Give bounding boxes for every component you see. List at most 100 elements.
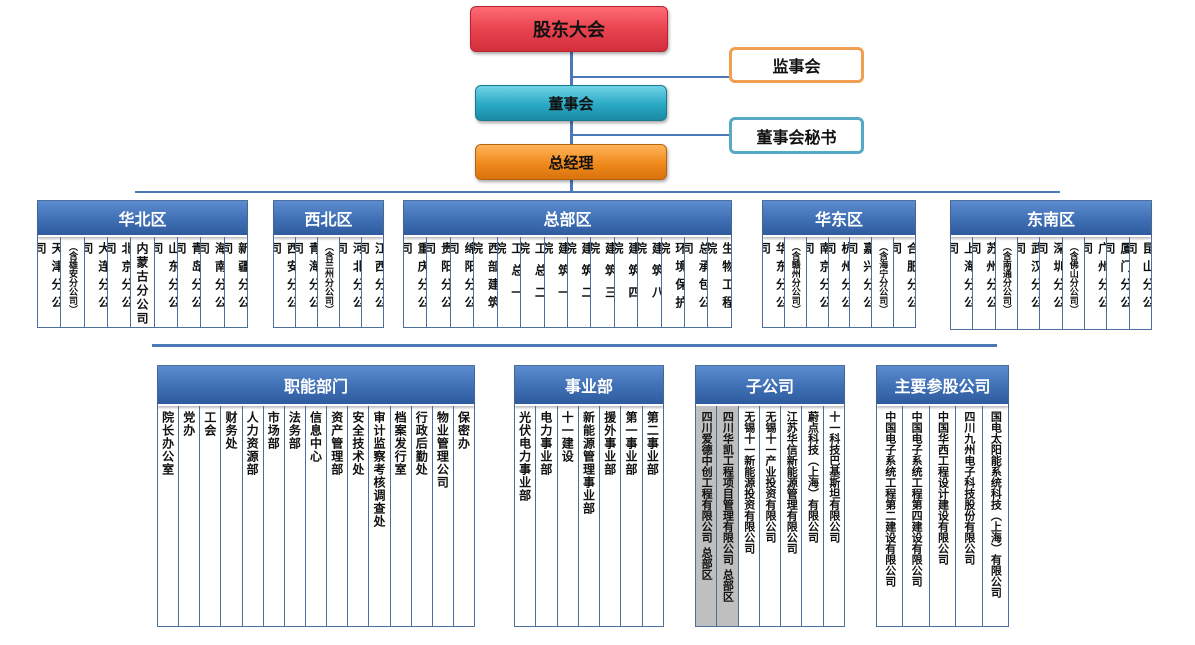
dept-title: 主要参股公司 — [894, 377, 991, 396]
secretary-box: 董事会秘书 — [729, 117, 864, 154]
dept-item: 行政后勤处 — [412, 406, 433, 626]
branch-item: 重庆分公司 — [404, 237, 428, 327]
region-title: 西北区 — [304, 210, 353, 229]
branch-item: 环境保护院 — [662, 237, 686, 327]
dept-item: 安全技术处 — [348, 406, 370, 626]
branch-item: 建筑一院 — [545, 237, 568, 327]
region-huadong: 华东区 华东分公司 （含赣州分公司） 南京分公司 杭州分公司 嘉兴分公司 （含海… — [762, 200, 916, 328]
region-title: 总部区 — [543, 210, 592, 229]
region-header: 总部区 — [404, 201, 731, 237]
branch-note: （含海宁分公司） — [872, 237, 895, 327]
dept-item: 无锡十一新能源投资有限公司 — [739, 406, 760, 626]
branch-item: 工总二院 — [521, 237, 545, 327]
region-dongnan: 东南区 上海分公司 苏州分公司 （含南通分公司） 武汉分公司 深圳分公司 （含佛… — [950, 200, 1152, 330]
dept-item: 四川九州电子科技股份有限公司 — [956, 406, 983, 626]
supervisors-label: 监事会 — [772, 57, 821, 76]
dept-item: 援外事业部 — [600, 406, 622, 626]
branch-item: 青海分公司 — [296, 237, 318, 327]
branch-item: 上海分公司 — [951, 237, 974, 329]
dept-business: 事业部 光伏电力事业部 电力事业部 十一建设 新能源管理事业部 援外事业部 第一… — [514, 365, 664, 627]
branch-item: 合肥分公司 — [894, 242, 916, 314]
dept-title: 子公司 — [745, 377, 794, 396]
dept-item: 中国电子系统工程第二建设有限公司 — [877, 406, 904, 626]
branch-item: 绵阳分公司 — [451, 237, 475, 327]
dept-item: 物业管理公司 — [433, 406, 454, 626]
connector-supervisors — [570, 76, 730, 78]
dept-item: 蔚点科技（上海）有限公司 — [802, 406, 824, 626]
dept-functional: 职能部门 院长办公室 党办 工会 财务处 人力资源部 市场部 法务部 信息中心 … — [157, 365, 475, 627]
branch-item: 工总一院 — [498, 237, 522, 327]
branch-item: 建筑三院 — [591, 237, 615, 327]
board-box: 董事会 — [475, 85, 667, 121]
regions-bus-line — [135, 191, 1060, 193]
dept-header: 事业部 — [515, 366, 663, 406]
region-zongbu: 总部区 重庆分公司 贵阳分公司 绵阳分公司 西部建筑院 工总一院 工总二院 建筑… — [403, 200, 732, 328]
departments-separator-line — [152, 344, 997, 347]
branch-item: 建筑八院 — [638, 237, 662, 327]
dept-item: 信息中心 — [306, 406, 328, 626]
region-header: 东南区 — [951, 201, 1151, 237]
branch-item: 嘉兴分公司 — [850, 237, 873, 327]
dept-item: 党办 — [179, 406, 201, 626]
branch-item: 厦门分公司 — [1107, 237, 1130, 329]
region-header: 西北区 — [274, 201, 383, 237]
branch-note: （含雄安分公司） — [61, 237, 85, 327]
branch-item: 昆山分公司 — [1129, 242, 1151, 314]
supervisors-box: 监事会 — [729, 47, 864, 83]
region-title: 华北区 — [118, 210, 167, 229]
connector-gm-down — [570, 180, 573, 192]
branch-item: 建筑四院 — [615, 237, 639, 327]
region-header: 华东区 — [763, 201, 915, 237]
branch-item: 总承包公司 — [685, 237, 709, 327]
dept-item: 十一建设 — [558, 406, 579, 626]
region-title: 东南区 — [1026, 210, 1075, 229]
dept-subsidiaries: 子公司 四川爱德中创工程有限公司 总部区 四川华凯工程项目管理有限公司 总部区 … — [695, 365, 845, 627]
dept-item: 四川爱德中创工程有限公司 总部区 — [696, 406, 718, 626]
branch-item: 青岛分公司 — [178, 237, 202, 327]
dept-affiliates: 主要参股公司 中国电子系统工程第二建设有限公司 中国电子系统工程第四建设有限公司… — [876, 365, 1009, 627]
branch-item: 江西分公司 — [362, 242, 383, 314]
region-xibei: 西北区 西安分公司 青海分公司 （含兰州分公司） 河北分公司 江西分公司 — [273, 200, 384, 328]
branch-item: 广州分公司 — [1085, 237, 1108, 329]
branch-item: 山东分公司 — [155, 237, 178, 327]
secretary-label: 董事会秘书 — [756, 127, 837, 147]
region-huabei: 华北区 天津分公司 （含雄安分公司） 大连分公司 北京分公司 内蒙古分公司 山东… — [37, 200, 248, 328]
dept-item: 第二事业部 — [645, 411, 660, 476]
board-label: 董事会 — [548, 94, 594, 113]
dept-item: 资产管理部 — [327, 406, 349, 626]
dept-item: 保密办 — [456, 411, 471, 450]
dept-item: 院长办公室 — [158, 406, 180, 626]
dept-item: 无锡十一产业投资有限公司 — [760, 406, 782, 626]
branch-note: （含兰州分公司） — [318, 237, 340, 327]
dept-item: 江苏华信新能源管理有限公司 — [781, 406, 803, 626]
branch-item: 华东分公司 — [763, 237, 785, 327]
shareholders-box: 股东大会 — [470, 6, 668, 52]
dept-item: 法务部 — [285, 406, 306, 626]
branch-item: 西部建筑院 — [474, 237, 498, 327]
branch-item: 内蒙古分公司 — [131, 237, 155, 327]
branch-item: 杭州分公司 — [829, 237, 851, 327]
branch-item: 武汉分公司 — [1018, 237, 1041, 329]
branch-item: 新疆分公司 — [224, 242, 247, 314]
dept-item: 人力资源部 — [243, 406, 264, 626]
branch-item: 生物工程院 — [708, 242, 731, 314]
dept-item: 审计监察考核调查处 — [369, 406, 391, 626]
branch-item: 深圳分公司 — [1040, 237, 1063, 329]
dept-title: 事业部 — [564, 377, 613, 396]
branch-note: （含南通分公司） — [996, 237, 1018, 329]
branch-item: 北京分公司 — [108, 237, 132, 327]
dept-item: 电力事业部 — [536, 406, 558, 626]
branch-item: 河北分公司 — [340, 237, 362, 327]
dept-item: 光伏电力事业部 — [515, 406, 537, 626]
dept-item: 财务处 — [221, 406, 243, 626]
branch-item: 贵阳分公司 — [427, 237, 451, 327]
branch-item: 海南分公司 — [201, 237, 225, 327]
dept-header: 主要参股公司 — [877, 366, 1008, 406]
region-header: 华北区 — [38, 201, 247, 237]
dept-item: 档案发行室 — [391, 406, 412, 626]
branch-item: 建筑二院 — [568, 237, 592, 327]
dept-item: 中国华西工程设计建设有限公司 — [930, 406, 957, 626]
dept-header: 职能部门 — [158, 366, 474, 406]
branch-note: （含赣州分公司） — [785, 237, 807, 327]
shareholders-label: 股东大会 — [533, 20, 605, 41]
